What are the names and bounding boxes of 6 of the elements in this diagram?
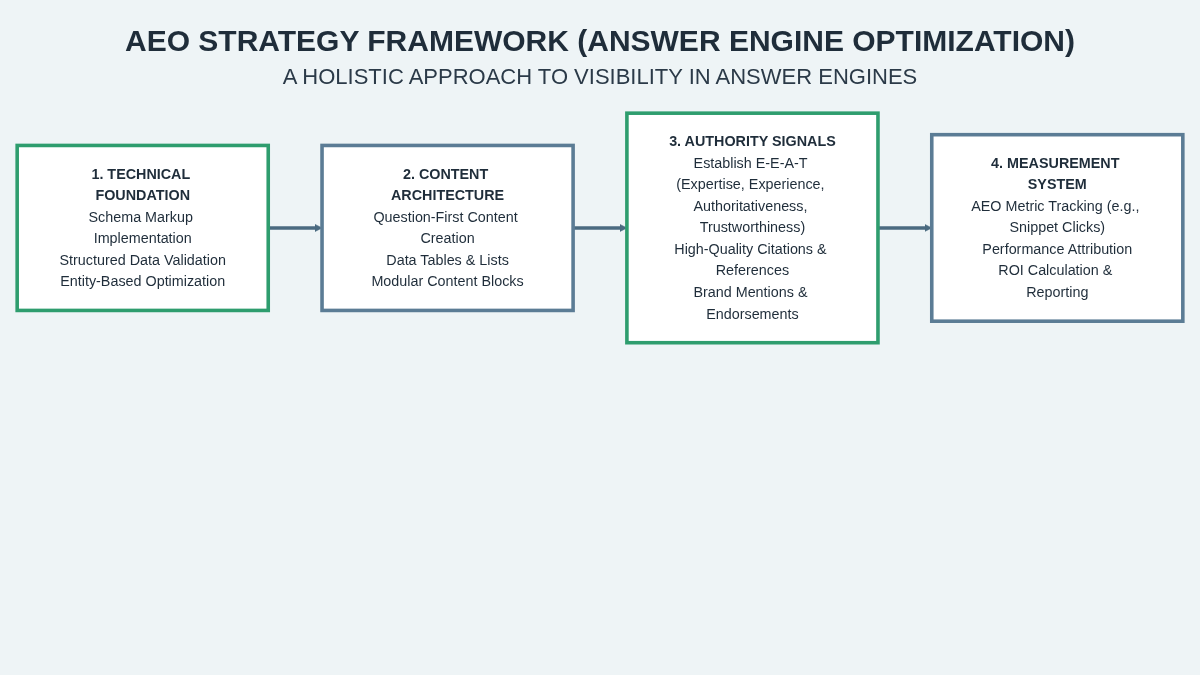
title: AEO STRATEGY FRAMEWORK (ANSWER ENGINE OPTIMIZATION) [125,24,1075,58]
subtitle: A HOLISTIC APPROACH TO VISIBILITY IN ANSWER ENGINES [282,64,918,90]
node-box: 2. CONTENT ARCHITECTURE Question-First Content Creation Data Tables & Lists Modular Content Blocks [320,143,575,313]
node-box: 3. AUTHORITY SIGNALS Establish E-E-A-T (Expertise, Experience, Authoritativeness, Trustworthiness) High-Quality Citations & References Brand Mentions & Endorsements [625,111,880,345]
node-box: 4. MEASUREMENT SYSTEM AEO Metric Tracking (e.g., Snippet Clicks) Performance Attribution ROI Calculation & Reporting [929,132,1185,323]
node-box: 1. TECHNICAL FOUNDATION Schema Markup Implementation Structured Data Validation Entity-Based Optimization [15,143,271,313]
